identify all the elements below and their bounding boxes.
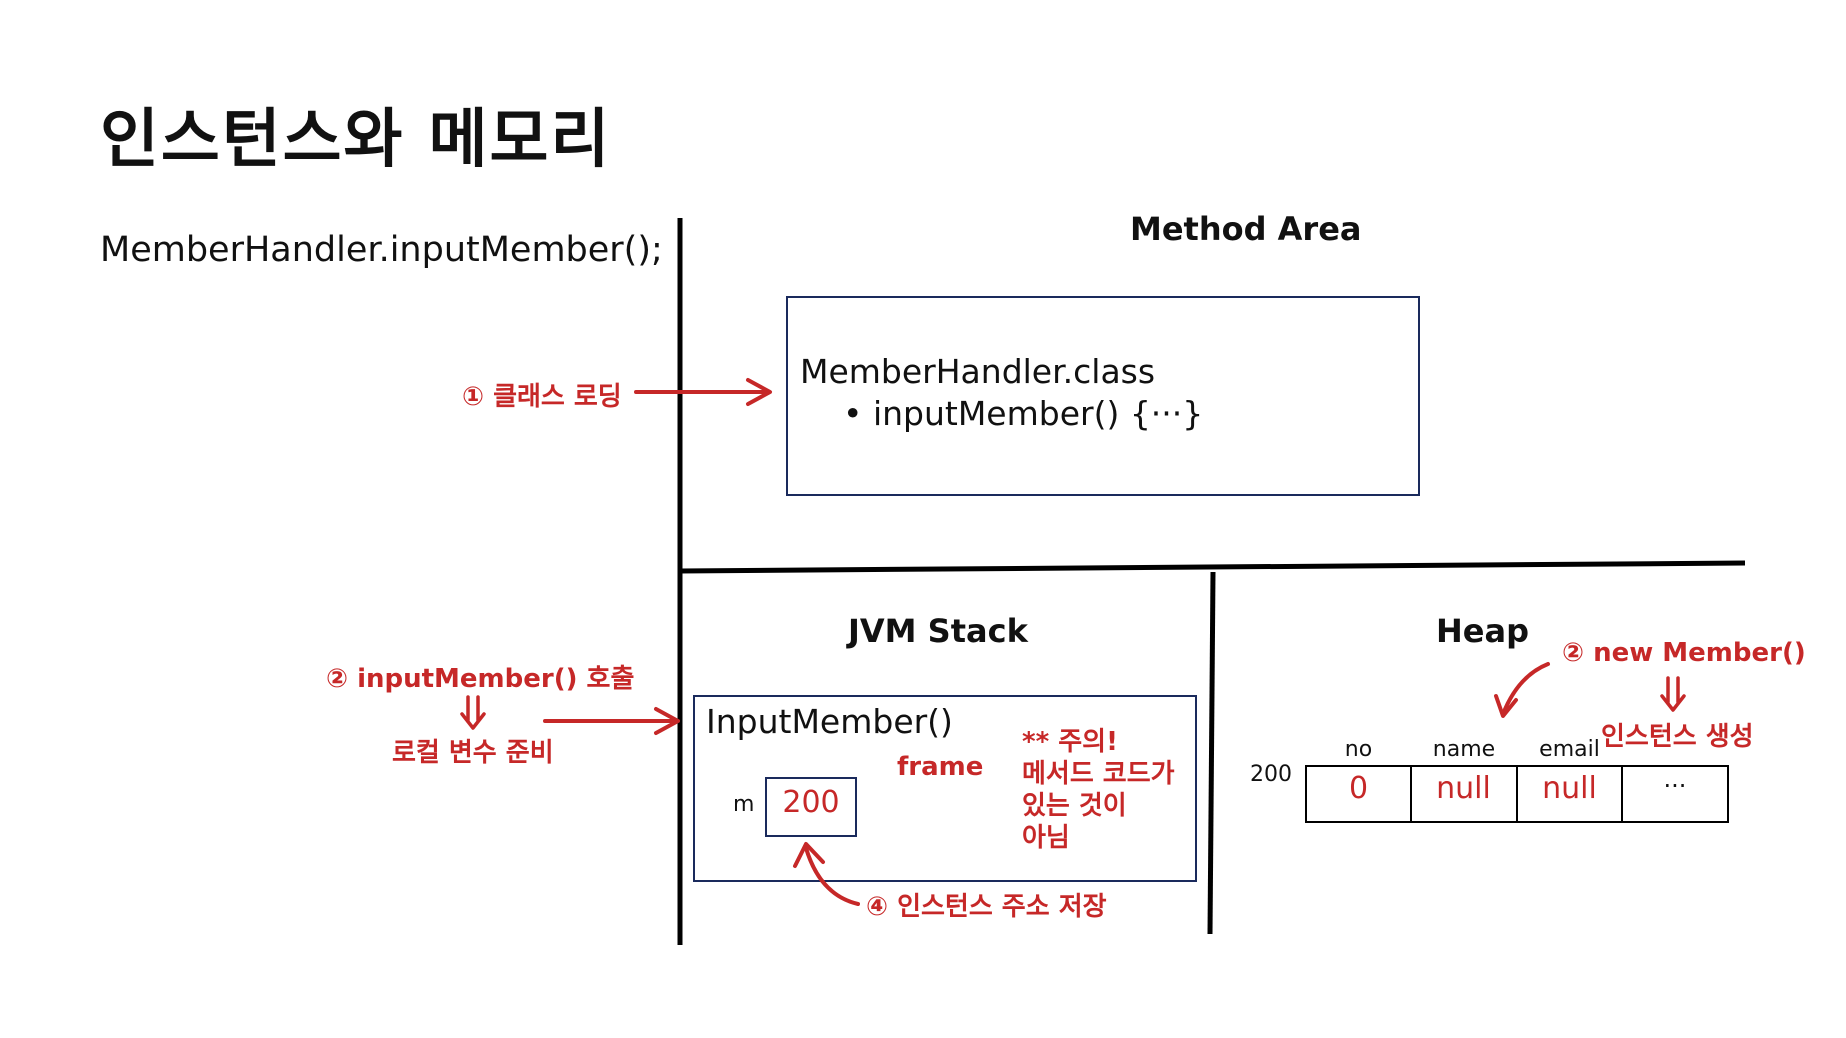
page-title: 인스턴스와 메모리 (100, 103, 612, 177)
stack-note: ** 주의! 메서드 코드가 있는 것이 아님 (1022, 726, 1175, 854)
annotation-new-member: ② new Member() (1562, 638, 1806, 668)
heap-cell-no: 0 (1348, 771, 1369, 806)
heap-header-name: name (1432, 737, 1496, 762)
arrow-store-address (793, 842, 860, 906)
horizontal-divider (679, 560, 1746, 574)
frame-label: frame (897, 752, 984, 782)
annotation-class-loading: ① 클래스 로딩 (462, 382, 622, 412)
annotation-instance-create: 인스턴스 생성 (1601, 722, 1754, 752)
heap-cell-email: null (1542, 771, 1597, 806)
annotation-local-vars: 로컬 변수 준비 (392, 738, 554, 768)
variable-name: m (733, 792, 755, 817)
arrow-class-loading (634, 378, 772, 406)
annotation-store-address: ④ 인스턴스 주소 저장 (866, 892, 1107, 922)
heap-cell-name: null (1436, 771, 1491, 806)
stack-note-line: 있는 것이 (1022, 791, 1127, 821)
call-statement: MemberHandler.inputMember(); (100, 230, 663, 270)
arrow-new-member (1494, 662, 1550, 718)
heap-address: 200 (1250, 762, 1292, 787)
stack-note-line: ** 주의! (1022, 727, 1118, 757)
vertical-divider-stack-heap (1207, 571, 1216, 935)
stack-note-line: 메서드 코드가 (1022, 759, 1175, 789)
jvm-stack-title: JVM Stack (848, 612, 1028, 650)
heap-header-email: email (1539, 737, 1600, 762)
variable-box (765, 777, 857, 837)
method-entry: • inputMember() {···} (843, 394, 1204, 433)
heap-cell-ellipsis: ··· (1663, 772, 1687, 800)
class-name: MemberHandler.class (800, 352, 1156, 391)
annotation-method-call: ② inputMember() 호출 (326, 664, 635, 694)
heap-title: Heap (1436, 612, 1529, 650)
stack-note-line: 아님 (1022, 823, 1070, 853)
frame-name: InputMember() (706, 702, 953, 741)
method-area-title: Method Area (1130, 210, 1362, 248)
method-area-box (786, 296, 1420, 496)
double-down-arrow-local (460, 695, 486, 730)
heap-header-no: no (1344, 737, 1373, 762)
arrow-method-call (543, 707, 680, 735)
variable-value: 200 (782, 785, 840, 820)
double-down-arrow-instance (1660, 676, 1686, 712)
stack-frame-box (693, 695, 1197, 882)
